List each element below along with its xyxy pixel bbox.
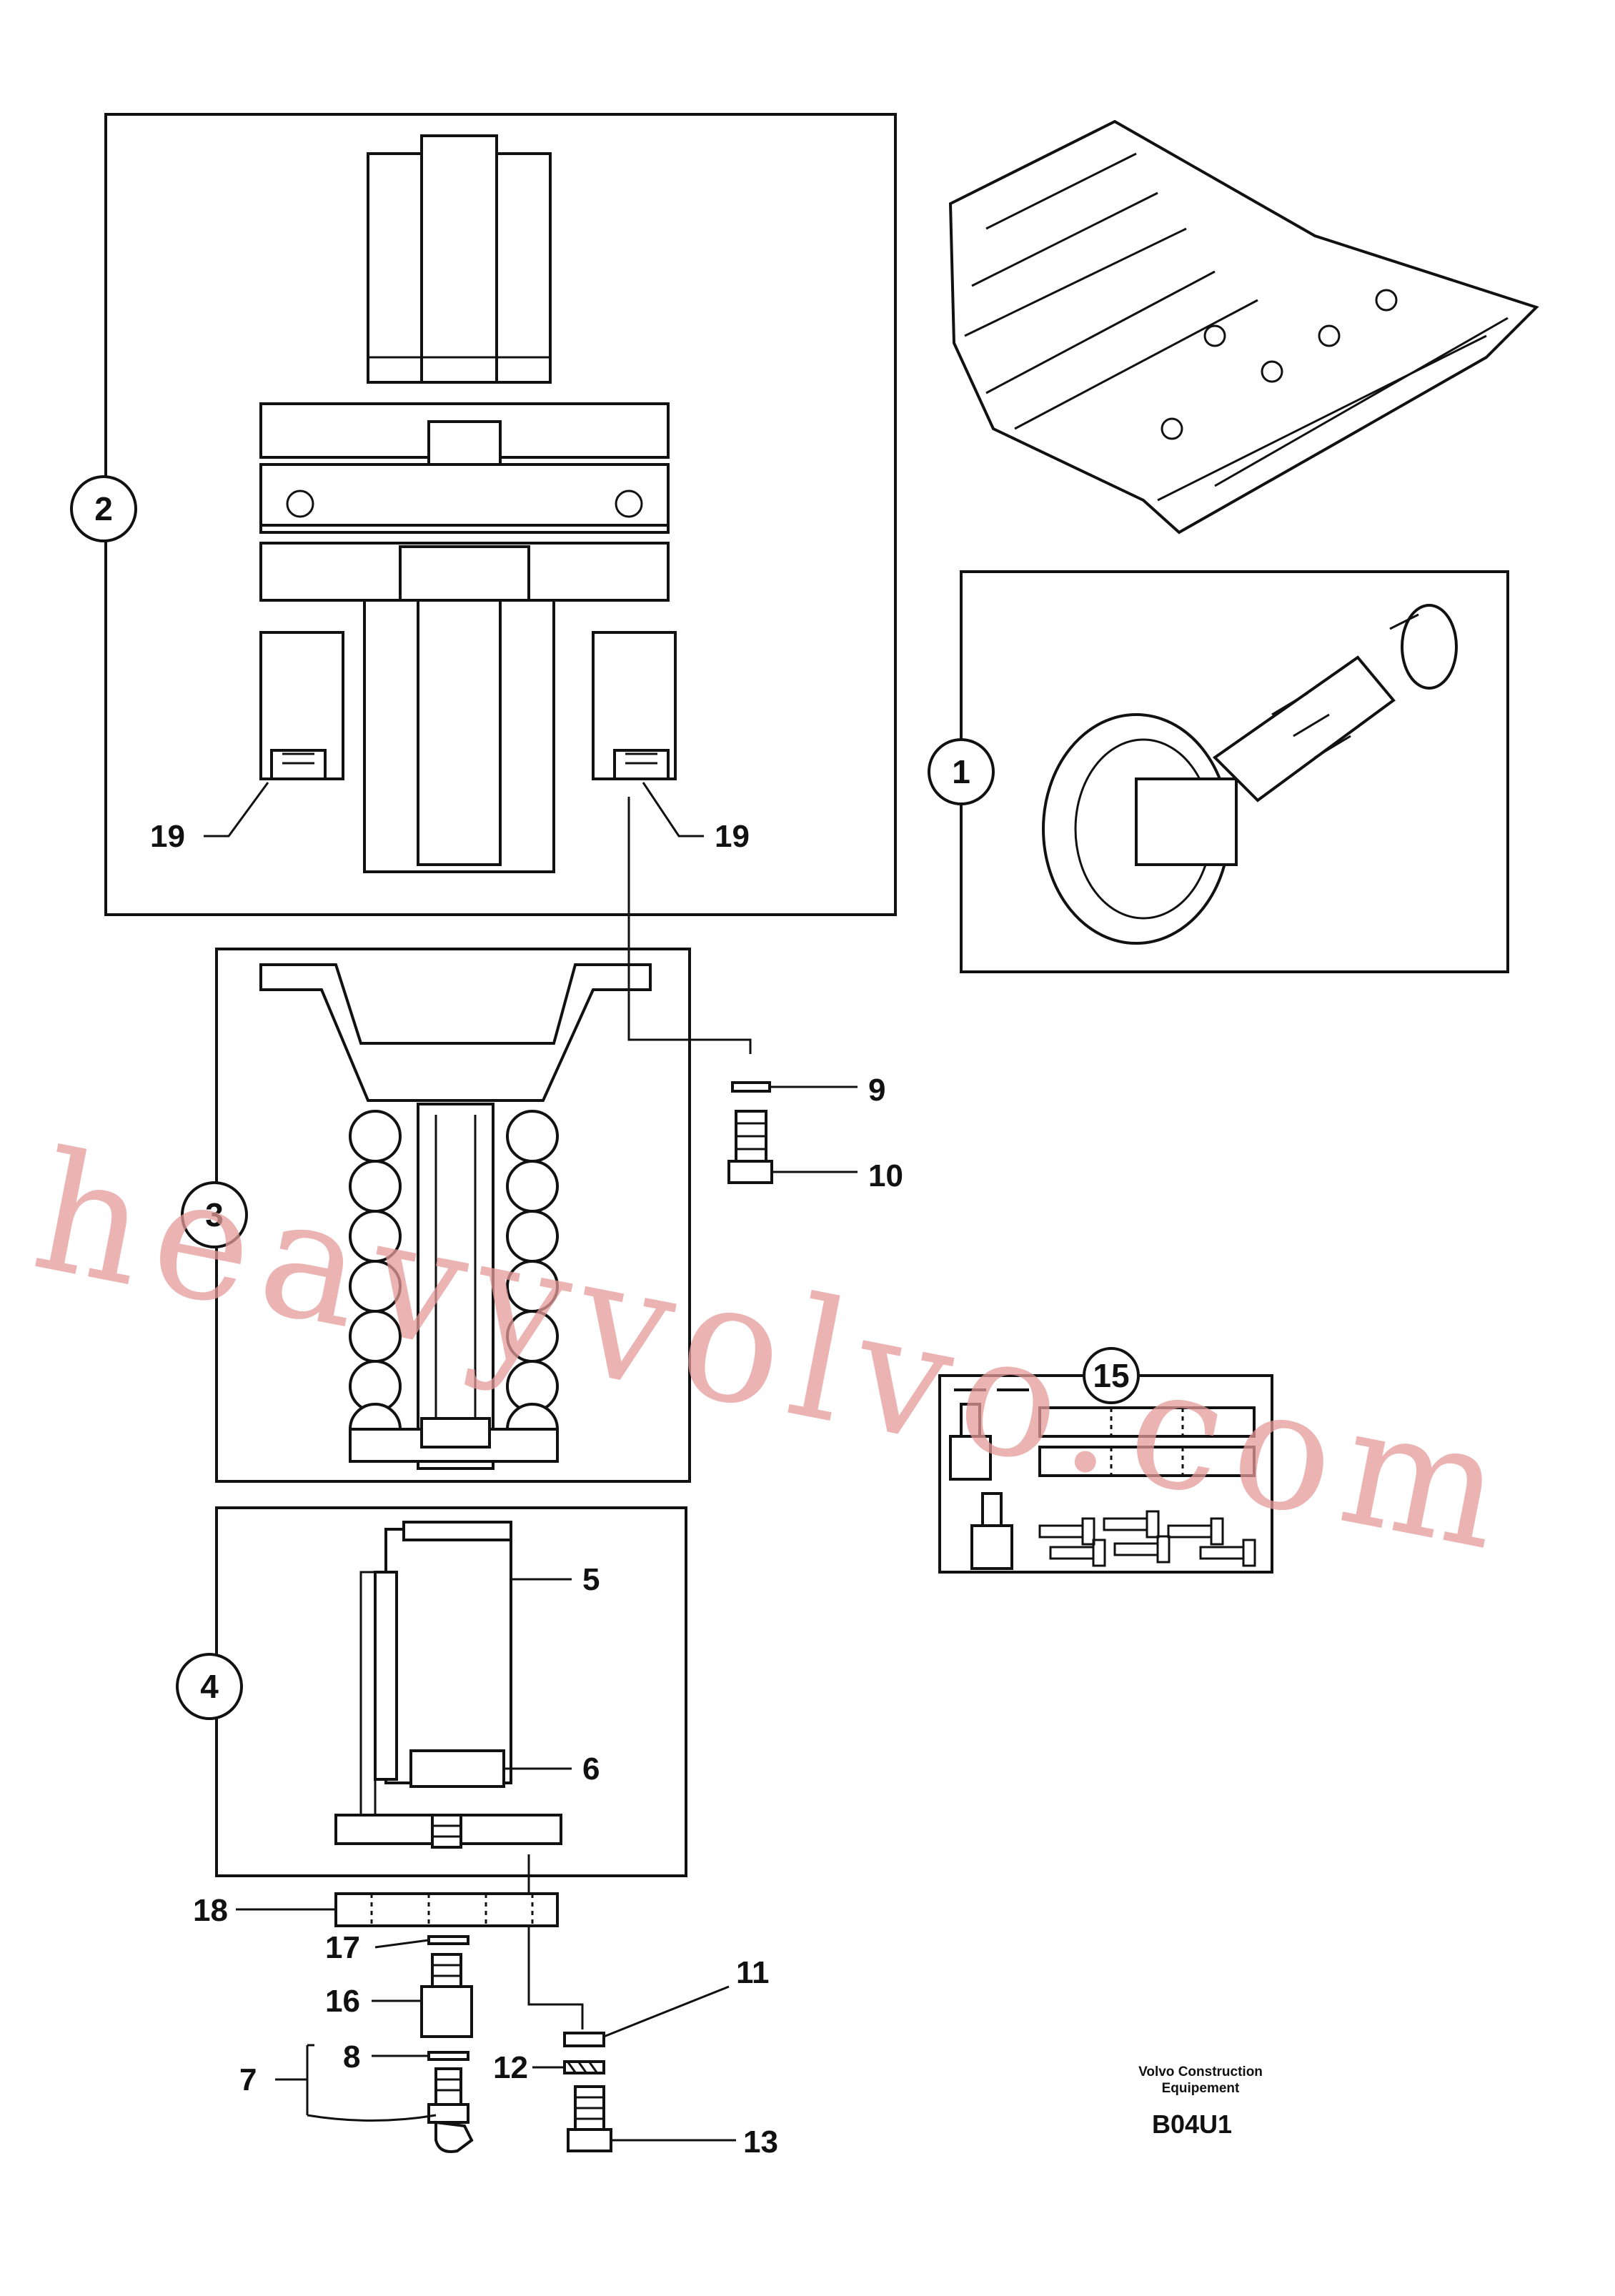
panel-4-tension-cylinder (215, 1506, 687, 1877)
watermark: heavyvolvo.com (21, 1116, 1529, 1589)
svg-text:3: 3 (205, 1196, 224, 1233)
manufacturer-line-2: Equipement (1162, 2081, 1240, 2096)
label-19-right: 19 (715, 819, 750, 854)
svg-text:4: 4 (200, 1668, 219, 1705)
label-5: 5 (582, 1562, 600, 1597)
leader-line-19-left (204, 782, 269, 838)
svg-text:1: 1 (952, 753, 970, 790)
label-18: 18 (193, 1893, 228, 1928)
panel-3-spring-assembly (215, 948, 691, 1483)
leader-line-panel4-to-11 (527, 1854, 584, 2029)
label-17: 17 (325, 1930, 360, 1965)
part-9-washer (731, 1081, 858, 1093)
part-10-bolt (727, 1110, 858, 1184)
track-chain-illustration (948, 119, 1539, 535)
part-17-washer (374, 1935, 469, 1949)
label-13: 13 (743, 2124, 778, 2160)
svg-text:2: 2 (94, 490, 113, 527)
label-16: 16 (325, 1984, 360, 2019)
label-12: 12 (493, 2050, 528, 2085)
label-9: 9 (868, 1073, 885, 1108)
callout-15: 15 (1083, 1347, 1140, 1404)
svg-text:15: 15 (1093, 1357, 1129, 1394)
callout-2: 2 (70, 475, 137, 542)
label-19-left: 19 (150, 819, 185, 854)
label-7: 7 (239, 2062, 257, 2097)
label-6: 6 (582, 1751, 600, 1786)
panel-15-kit (938, 1374, 1273, 1574)
label-10: 10 (868, 1158, 903, 1193)
label-8: 8 (343, 2039, 360, 2074)
part-7-grease-nipple (275, 2044, 474, 2153)
callout-1: 1 (928, 738, 995, 805)
panel-1-idler-assembly (960, 570, 1509, 973)
leader-line-19-right (642, 782, 704, 838)
label-11: 11 (736, 1955, 770, 1990)
part-8-washer (372, 2051, 469, 2061)
part-16-fitting (372, 1953, 473, 2038)
part-12-washer (532, 2060, 605, 2074)
diagram-code: B04U1 (1152, 2109, 1232, 2139)
manufacturer-line-1: Volvo Construction (1138, 2064, 1263, 2079)
leader-line-panel2-to-9 (627, 797, 752, 1054)
callout-3: 3 (181, 1181, 248, 1248)
part-18-plate (236, 1892, 559, 1927)
panel-2-idler-section (104, 113, 897, 916)
part-13-bolt (567, 2085, 736, 2152)
part-11-plate (563, 1985, 730, 2047)
callout-4: 4 (176, 1653, 243, 1720)
